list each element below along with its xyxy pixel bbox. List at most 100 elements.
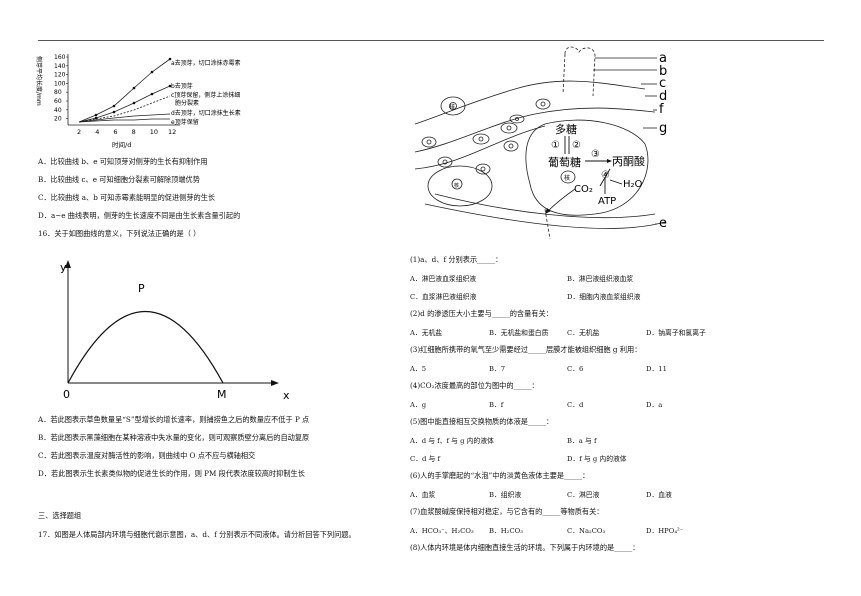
curve-b	[78, 85, 171, 123]
answer-option[interactable]: D．f 与 g 内的液体	[567, 455, 627, 463]
chart1-ytick: 60	[54, 98, 62, 105]
answer-option[interactable]: B．淋巴液组织液血浆	[567, 275, 634, 283]
legend-b: b去顶芽	[171, 82, 193, 90]
label-g: g	[659, 121, 667, 136]
chart1-ytick: 120	[54, 72, 66, 79]
subquestion-stem: (4)CO₂浓度最高的部位为图中的_____：	[410, 381, 539, 390]
q15-option-c: C．比较曲线 a、b 可知赤霉素能明显的促进侧芽的生长	[38, 193, 216, 202]
answer-option[interactable]: D．a	[646, 401, 663, 409]
answer-option[interactable]: C．无机盐	[567, 329, 600, 337]
nucleus-cell: 核	[564, 174, 570, 182]
label-f: f	[659, 102, 664, 117]
chart1-xtick: 4	[95, 128, 99, 136]
chart1-ytick: 40	[54, 107, 62, 114]
answer-option[interactable]: B．f	[489, 401, 504, 409]
chart1-ytick: 80	[54, 89, 62, 96]
answer-option[interactable]: B．7	[489, 365, 506, 373]
page-top-rule	[38, 40, 824, 41]
answer-option[interactable]: C．淋巴液	[567, 491, 600, 499]
answer-option[interactable]: C．Na₂CO₃	[567, 527, 606, 535]
answer-option[interactable]: A．无机盐	[410, 329, 443, 337]
answer-option[interactable]: B．组织液	[489, 491, 522, 499]
chart1-xtick: 8	[132, 128, 136, 136]
chart2-y-label: y	[60, 261, 67, 274]
answer-option[interactable]: B．a 与 f	[567, 437, 597, 445]
curve-c	[78, 95, 171, 123]
nucleus-lower: 核	[454, 182, 459, 189]
curve-a	[78, 58, 171, 123]
answer-option[interactable]: A．淋巴液血浆组织液	[410, 275, 477, 283]
answer-option[interactable]: C．d	[567, 401, 584, 409]
chart1-xtick: 6	[113, 128, 117, 136]
answer-option[interactable]: C．血浆淋巴液组织液	[410, 293, 477, 301]
answer-option[interactable]: B．无机盐和蛋白质	[489, 329, 549, 337]
answer-option[interactable]: A．5	[410, 365, 427, 373]
glucose-label: 葡萄糖	[548, 155, 581, 169]
q16-option-d: D．若此图表示生长素类似物的促进生长的作用，则 PM 段代表浓度较高时抑制生长	[38, 469, 305, 478]
subquestion-stem: (8)人体内环境是体内细胞直接生活的环境。下列属于内环境的是_____：	[410, 543, 640, 552]
step-3: ③	[591, 149, 600, 160]
step-1: ①	[551, 140, 560, 151]
answer-option[interactable]: C．6	[567, 365, 584, 373]
co2-label: CO₂	[574, 184, 593, 195]
q15-option-d: D．a~e 曲线表明，侧芽的生长速度不同是由生长素含量引起的	[38, 211, 241, 220]
answer-option[interactable]: D．HPO₄²⁻	[646, 527, 684, 535]
answer-option[interactable]: B．H₂CO₃	[489, 527, 523, 535]
subquestion-stem: (2)d 的渗透压大小主要与_____的含量有关：	[410, 309, 553, 318]
curve-d	[78, 113, 171, 123]
h2o-label: H₂O	[623, 179, 643, 190]
legend-e: e顶芽保留	[171, 118, 199, 126]
chart1-xtick: 2	[77, 128, 81, 136]
answer-option[interactable]: A．血浆	[410, 491, 436, 499]
q16-option-a: A．若此图表示草鱼数量呈“S”型增长的增长速率，则捕捞鱼之后的数量应不低于 P …	[38, 415, 310, 424]
answer-option[interactable]: D．11	[646, 365, 667, 373]
q16-option-c: C．若此图表示温度对酶活性的影响，则曲线中 O 点不应与横轴相交	[38, 451, 256, 460]
label-e: e	[659, 216, 667, 231]
label-a: a	[659, 51, 667, 66]
parabola-chart: y x P 0 M	[60, 260, 290, 402]
q16-stem: 16．关于如图曲线的意义，下列说法正确的是（ ）	[38, 229, 201, 238]
nucleus-left: 核	[449, 103, 455, 111]
legend-a: a去顶芽，切口涂抹赤霉素	[171, 59, 241, 67]
chart1-ytick: 20	[54, 116, 62, 123]
q16-option-b: B．若此图表示黑藻细胞在某种溶液中失水量的变化，则可观察质壁分离后的自动复原	[38, 433, 310, 442]
q17-stem: 17．如图是人体局部内环境与细胞代谢示意图，a、d、f 分别表示不同液体。请分析…	[38, 530, 356, 539]
answer-option[interactable]: D．钠离子和氯离子	[646, 329, 706, 337]
pyruvate-label: 丙酮酸	[612, 154, 645, 168]
answer-option[interactable]: D．细胞内液血浆组织液	[567, 293, 641, 301]
chart2-end-label: M	[217, 388, 227, 401]
curve-e	[78, 118, 170, 123]
chart1-xtick: 12	[168, 128, 176, 136]
legend-c-cont: 胞分裂素	[175, 99, 199, 107]
answer-option[interactable]: A．d 与 f、f 与 g 内的液体	[410, 437, 494, 445]
q15-option-b: B．比较曲线 c、e 可知细胞分裂素可解除顶端优势	[38, 175, 200, 184]
chart1-ytick: 160	[54, 54, 66, 61]
label-c: c	[659, 76, 666, 91]
answer-option[interactable]: D．血液	[646, 491, 672, 499]
label-d: d	[659, 89, 667, 104]
section-heading: 三、选择题组	[38, 511, 82, 520]
subquestion-stem: (5)图中能直接相互交换物质的体液是_____：	[410, 417, 554, 426]
chart1-ylabel: 侧芽平均长度/mm	[35, 56, 43, 106]
legend-d: d去顶芽，切口涂抹生长素	[171, 109, 241, 117]
q15-option-a: A．比较曲线 b、e 可知顶芽对侧芽的生长有抑制作用	[38, 157, 208, 166]
subquestion-stem: (6)人的手掌磨起的“水泡”中的淡黄色液体主要是_____：	[410, 471, 590, 480]
subquestion-stem: (3)红细胞所携带的氧气至少需要经过_____层膜才能被组织细胞 g 利用：	[410, 345, 642, 354]
subquestion-stem: (7)血浆酸碱度保持相对稳定，与它含有的_____等物质有关：	[410, 507, 604, 516]
answer-option[interactable]: C．d 与 f	[410, 455, 440, 463]
polysaccharide-label: 多糖	[555, 122, 577, 136]
chart1-xtick: 10	[150, 128, 158, 136]
step-4: ④	[601, 170, 610, 181]
answer-option[interactable]: A．g	[410, 401, 427, 409]
chart2-x-label: x	[283, 389, 290, 402]
chart1-ytick: 100	[54, 80, 66, 87]
chart2-peak-label: P	[138, 282, 145, 295]
chart1-xlabel: 时间/d	[112, 140, 131, 149]
atp-label: ATP	[598, 196, 616, 207]
answer-option[interactable]: A．HCO₃⁻、H₂CO₃	[410, 527, 474, 535]
chart2-origin-label: 0	[63, 388, 70, 401]
chart1-ytick: 140	[54, 63, 66, 70]
subquestion-stem: (1)a、d、f 分别表示_____：	[410, 255, 503, 264]
step-2: ②	[572, 140, 581, 151]
